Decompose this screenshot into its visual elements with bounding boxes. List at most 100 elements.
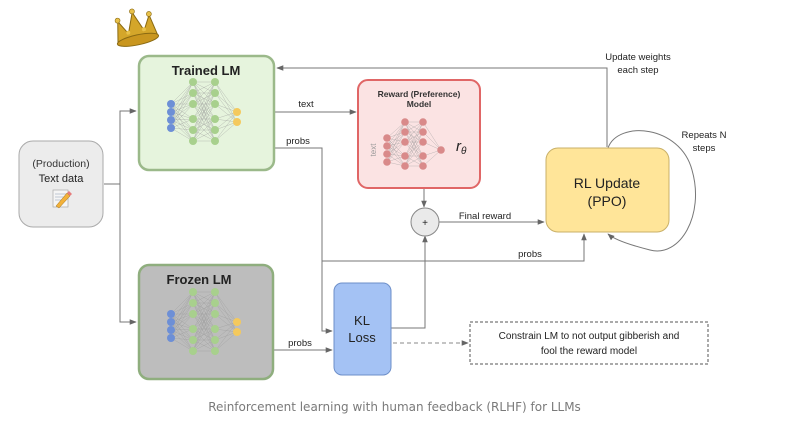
nn-connection	[192, 81, 216, 120]
nn-connection	[214, 81, 238, 123]
nn-connection	[170, 313, 194, 341]
edge-repeat-loop	[607, 130, 696, 252]
nn-node	[211, 115, 219, 123]
nn-connection	[170, 103, 194, 129]
neural-net-icon	[383, 118, 445, 170]
nn-connection	[170, 81, 194, 113]
nn-connection	[170, 291, 194, 323]
nn-connection	[192, 92, 216, 142]
nn-node	[167, 318, 175, 326]
nn-connection	[170, 313, 194, 330]
nn-connection	[192, 103, 216, 142]
edge-kl-to-sum	[391, 235, 428, 329]
nn-connection	[192, 81, 216, 94]
rl-update-line1: RL Update	[574, 175, 641, 191]
nn-node	[167, 100, 175, 108]
nn-connection	[386, 121, 406, 147]
edge-label-probs-rl: probs	[518, 249, 542, 260]
edge-label-text: text	[298, 99, 314, 110]
edge-label-repeats-1: Repeats N	[682, 130, 727, 141]
nn-connection	[386, 121, 406, 155]
nn-connection	[404, 121, 424, 157]
nn-node	[189, 288, 197, 296]
note-line1: Constrain LM to not output gibberish and	[499, 331, 680, 342]
nn-node	[167, 334, 175, 342]
nn-connection	[214, 302, 238, 323]
nn-connection	[192, 81, 216, 131]
nn-connection	[170, 302, 194, 331]
nn-connection	[386, 145, 406, 167]
nn-connection	[422, 131, 442, 151]
nn-connection	[386, 131, 406, 155]
nn-connection	[170, 103, 194, 131]
nn-connection	[214, 302, 238, 333]
nn-connection	[214, 321, 238, 341]
edge-label-probs-trained: probs	[286, 136, 310, 147]
edge-label-update-weights-1: Update weights	[605, 52, 671, 63]
nn-node	[401, 152, 409, 160]
nn-connection	[422, 121, 442, 151]
kl-loss-line2: Loss	[348, 330, 376, 345]
nn-connection	[422, 149, 442, 167]
memo-pencil-icon	[52, 189, 72, 209]
nn-node	[233, 108, 241, 116]
nn-connection	[192, 291, 216, 304]
nn-connection	[386, 131, 406, 147]
nn-node	[233, 118, 241, 126]
node-kl-loss: KL Loss	[333, 282, 392, 376]
nn-connection	[170, 313, 194, 331]
reward-model-side-label: text	[369, 143, 378, 157]
nn-node	[419, 152, 427, 160]
nn-connection	[214, 111, 238, 142]
nn-node	[167, 326, 175, 334]
nn-node	[233, 328, 241, 336]
nn-connection	[192, 339, 216, 352]
nn-connection	[192, 118, 216, 142]
nn-node	[189, 126, 197, 134]
node-frozen-lm: Frozen LM	[137, 263, 275, 381]
edge-label-update-weights-2: each step	[617, 65, 658, 76]
nn-node	[211, 299, 219, 307]
nn-node	[401, 162, 409, 170]
nn-node	[383, 158, 391, 166]
nn-connection	[170, 337, 194, 352]
nn-node	[189, 100, 197, 108]
node-note: Constrain LM to not output gibberish and…	[469, 321, 709, 365]
nn-node	[437, 146, 445, 154]
nn-node	[419, 118, 427, 126]
nn-node	[167, 310, 175, 318]
nn-node	[167, 108, 175, 116]
text-data-line2: Text data	[39, 173, 85, 185]
nn-node	[383, 134, 391, 142]
nn-node	[211, 347, 219, 355]
trained-lm-label: Trained LM	[172, 63, 241, 78]
nn-node	[211, 325, 219, 333]
nn-connection	[214, 92, 238, 113]
nn-connection	[214, 121, 238, 142]
nn-connection	[170, 329, 194, 341]
nn-node	[211, 137, 219, 145]
nn-connection	[192, 328, 216, 352]
edge-input-to-frozen	[119, 184, 137, 325]
nn-connection	[170, 313, 194, 352]
nn-node	[211, 100, 219, 108]
node-rl-update: RL Update (PPO)	[545, 147, 670, 233]
nn-connection	[192, 313, 216, 352]
nn-connection	[192, 291, 216, 330]
nn-node	[419, 128, 427, 136]
edge-rl-update-weights	[276, 65, 608, 147]
nn-connection	[170, 81, 194, 121]
kl-loss-line1: KL	[354, 313, 370, 328]
nn-node	[233, 318, 241, 326]
nn-connection	[192, 92, 216, 105]
nn-node	[419, 162, 427, 170]
nn-connection	[214, 81, 238, 113]
nn-connection	[404, 121, 424, 143]
nn-connection	[170, 302, 194, 315]
edge-label-repeats-2: steps	[693, 143, 716, 154]
nn-connection	[170, 111, 194, 142]
nn-connection	[214, 313, 238, 333]
nn-connection	[170, 92, 194, 129]
nn-connection	[386, 141, 406, 163]
reward-model-line1: Reward (Preference)	[378, 89, 461, 99]
